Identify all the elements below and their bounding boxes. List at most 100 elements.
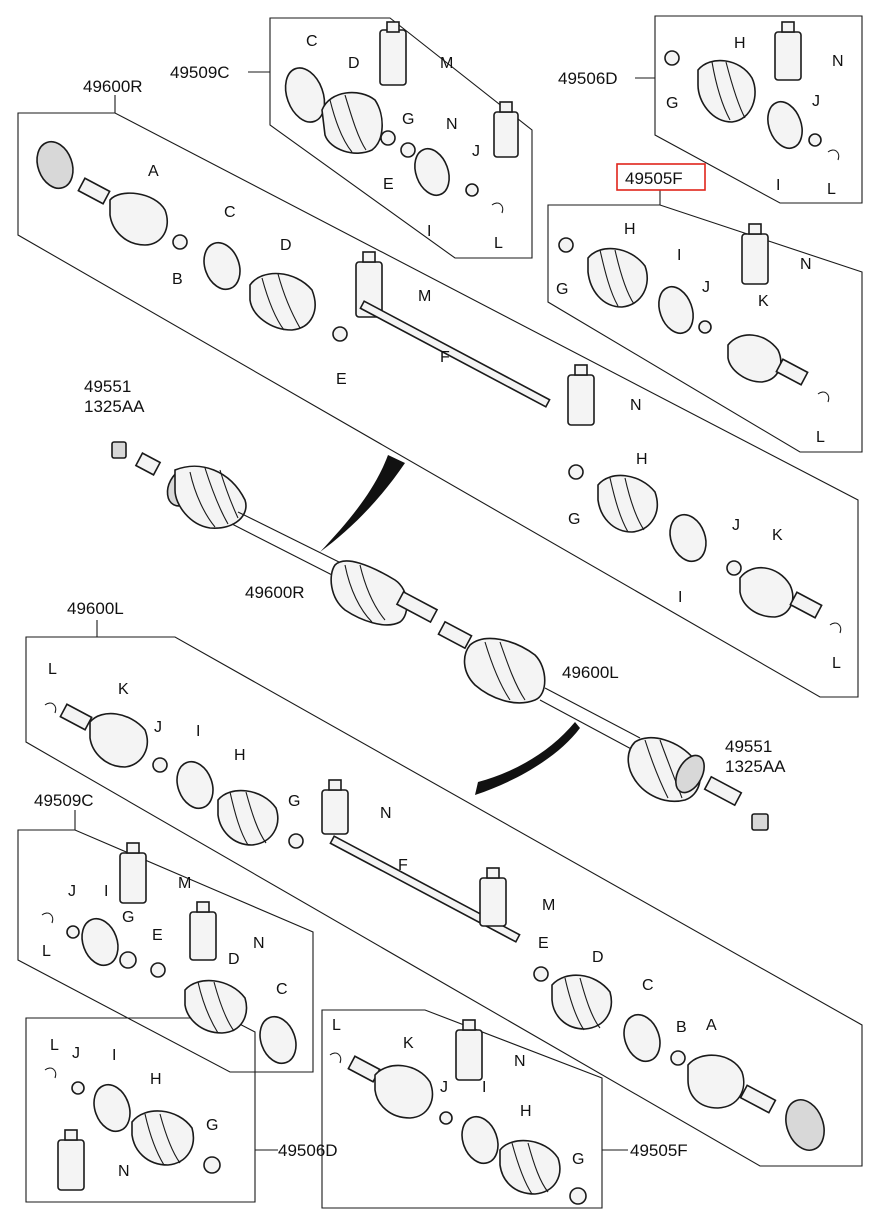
letter-n: N	[380, 805, 392, 822]
letter-j: J	[732, 517, 740, 534]
letter-m: M	[440, 55, 453, 72]
letter-e: E	[336, 371, 347, 388]
letter-g: G	[206, 1117, 218, 1134]
letter-h: H	[734, 35, 746, 52]
parts-49505f-top	[558, 223, 830, 403]
letter-n: N	[514, 1053, 526, 1070]
letter-d: D	[348, 55, 360, 72]
letter-l: L	[827, 181, 836, 198]
parts-49600r	[36, 140, 842, 634]
letter-k: K	[772, 527, 783, 544]
ref-49509c-top[interactable]: 49509C	[170, 63, 230, 82]
letter-k: K	[118, 681, 129, 698]
letter-l: L	[494, 235, 503, 252]
letter-i: I	[112, 1047, 116, 1064]
letter-i: I	[104, 883, 108, 900]
ref-49600r-mid[interactable]: 49600R	[245, 583, 305, 602]
letter-f: F	[440, 349, 450, 366]
letter-h: H	[150, 1071, 162, 1088]
parts-49509c-top	[284, 21, 519, 214]
letter-d: D	[280, 237, 292, 254]
letter-d: D	[592, 949, 604, 966]
ref-49600l-left[interactable]: 49600L	[67, 599, 124, 618]
letter-n: N	[800, 256, 812, 273]
letter-n: N	[118, 1163, 130, 1180]
letter-a: A	[706, 1017, 717, 1034]
letter-a: A	[148, 163, 159, 180]
ref-49505f-top[interactable]: 49505F	[625, 169, 683, 188]
parts-49506d-top	[664, 21, 840, 161]
letter-h: H	[520, 1103, 532, 1120]
letter-g: G	[568, 511, 580, 528]
letter-n: N	[446, 116, 458, 133]
ref-49551-left-a[interactable]: 49551	[84, 377, 131, 396]
ref-49506d-bot[interactable]: 49506D	[278, 1141, 338, 1160]
assembled-shaft-49600l	[437, 620, 743, 807]
parts-49509c-bot	[41, 842, 297, 1065]
letter-l: L	[816, 429, 825, 446]
parts-49600l	[44, 702, 825, 1151]
letter-i: I	[427, 223, 431, 240]
letter-g: G	[666, 95, 678, 112]
panel-49506d-top	[654, 15, 863, 204]
letter-b: B	[676, 1019, 687, 1036]
parts-49505f-bot	[329, 1019, 587, 1205]
letter-m: M	[418, 288, 431, 305]
letter-b: B	[172, 271, 183, 288]
letter-j: J	[702, 279, 710, 296]
panel-49600l	[25, 636, 863, 1167]
letter-e: E	[538, 935, 549, 952]
letter-k: K	[403, 1035, 414, 1052]
letter-i: I	[678, 589, 682, 606]
letter-j: J	[72, 1045, 80, 1062]
letter-h: H	[636, 451, 648, 468]
letter-i: I	[677, 247, 681, 264]
letter-d: D	[228, 951, 240, 968]
assembled-shaft-49600r	[134, 452, 439, 626]
letter-i: I	[196, 723, 200, 740]
panel-49505f-bot	[321, 1009, 603, 1209]
letter-l: L	[48, 661, 57, 678]
letter-n: N	[630, 397, 642, 414]
ref-49551-right-b[interactable]: 1325AA	[725, 757, 786, 776]
panel-49509c-top	[269, 17, 533, 259]
letter-c: C	[306, 33, 318, 50]
letter-i: I	[482, 1079, 486, 1096]
letter-e: E	[383, 176, 394, 193]
hub-nut-left	[111, 441, 127, 459]
letter-n: N	[253, 935, 265, 952]
letter-i: I	[776, 177, 780, 194]
hub-nut-right	[751, 813, 769, 831]
letter-f: F	[398, 857, 408, 874]
letter-h: H	[624, 221, 636, 238]
letter-e: E	[152, 927, 163, 944]
separator-upper	[320, 455, 405, 552]
letter-m: M	[542, 897, 555, 914]
letter-j: J	[440, 1079, 448, 1096]
letter-k: K	[758, 293, 769, 310]
ref-49505f-top-highlight	[616, 163, 706, 191]
letter-c: C	[642, 977, 654, 994]
ref-49600l-mid[interactable]: 49600L	[562, 663, 619, 682]
letter-c: C	[224, 204, 236, 221]
letter-l: L	[332, 1017, 341, 1034]
ref-49509c-bot[interactable]: 49509C	[34, 791, 94, 810]
ref-49505f-bot[interactable]: 49505F	[630, 1141, 688, 1160]
letter-g: G	[122, 909, 134, 926]
letter-g: G	[556, 281, 568, 298]
ref-49551-right-a[interactable]: 49551	[725, 737, 772, 756]
letter-m: M	[178, 875, 191, 892]
ref-49506d-top[interactable]: 49506D	[558, 69, 618, 88]
ref-49551-left-b[interactable]: 1325AA	[84, 397, 145, 416]
letter-l: L	[832, 655, 841, 672]
letter-n: N	[832, 53, 844, 70]
letter-c: C	[276, 981, 288, 998]
letter-g: G	[572, 1151, 584, 1168]
letter-g: G	[288, 793, 300, 810]
parts-49506d-bot	[44, 1067, 221, 1191]
separator-lower	[475, 722, 580, 795]
ref-49600r-top[interactable]: 49600R	[83, 77, 143, 96]
letter-h: H	[234, 747, 246, 764]
letter-j: J	[68, 883, 76, 900]
